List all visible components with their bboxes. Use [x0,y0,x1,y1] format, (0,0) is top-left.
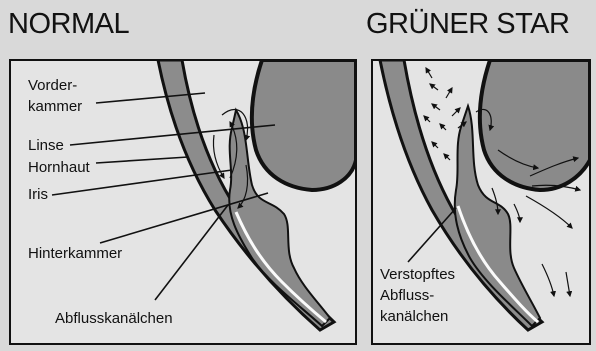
label-verstopftes-2: Abfluss- [380,287,434,304]
label-verstopftes-3: kanälchen [380,308,448,325]
label-linse: Linse [28,137,64,154]
label-hornhaut: Hornhaut [28,159,91,176]
label-vorderkammer-2: kammer [28,98,82,115]
lens-gruener [480,60,590,190]
label-verstopftes-1: Verstopftes [380,266,455,283]
label-hinterkammer: Hinterkammer [28,245,122,262]
label-vorderkammer-1: Vorder- [28,77,77,94]
panel-normal: Vorder- kammer Linse Hornhaut Iris Hinte… [10,60,356,344]
panel-gruener-star: Verstopftes Abfluss- kanälchen [372,60,590,344]
label-iris: Iris [28,186,48,203]
label-abflusskanaelchen: Abflusskanälchen [55,310,173,327]
